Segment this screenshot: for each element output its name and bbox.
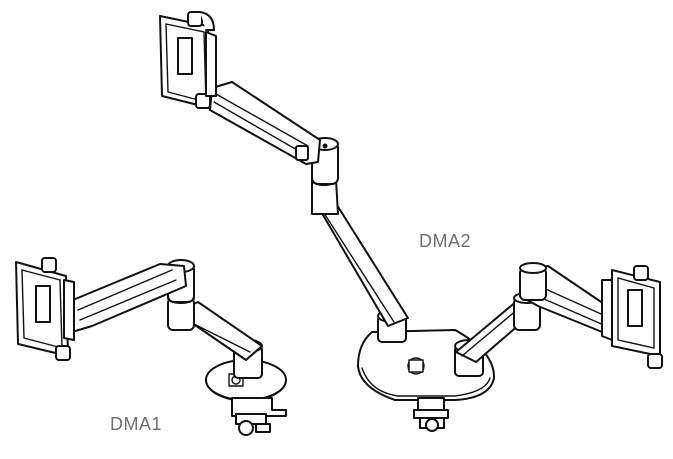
dma2-label: DMA2 xyxy=(419,231,472,251)
dma1-assembly xyxy=(15,257,287,436)
dma2-assembly xyxy=(159,11,663,432)
dma2-right-monitor-mount xyxy=(601,265,663,369)
dma1-lower-arm xyxy=(167,292,263,361)
dma2-upper-arm xyxy=(209,81,321,165)
dma2-lower-right-arm xyxy=(455,292,541,363)
dma2-riser-arm xyxy=(311,174,409,327)
dma1-label: DMA1 xyxy=(110,414,163,434)
dma1-desk-clamp xyxy=(231,397,287,436)
dma1-monitor-mount xyxy=(15,257,75,361)
dma2-top-monitor-mount xyxy=(159,11,217,109)
dma2-desk-clamp xyxy=(413,397,449,432)
